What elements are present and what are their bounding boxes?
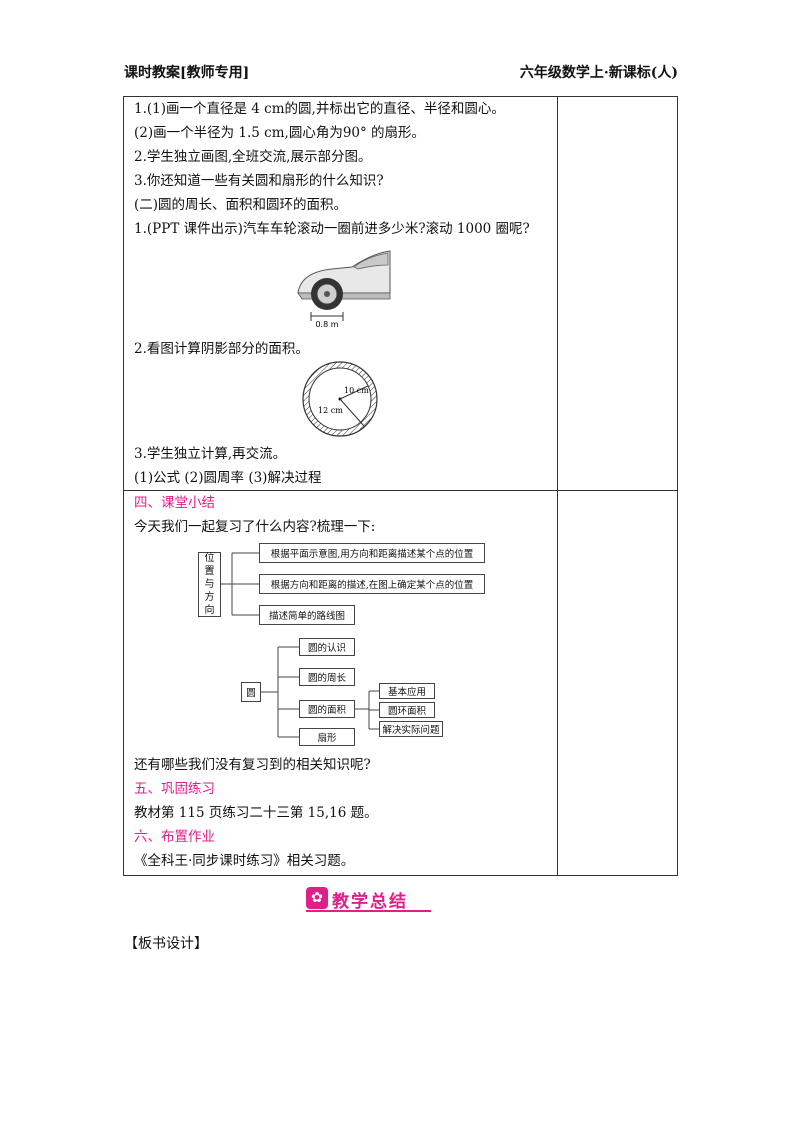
mindmap2-sub: 解决实际问题 [379,721,443,737]
section-heading: 六、布置作业 [134,829,215,845]
section-heading: 五、巩固练习 [134,781,215,797]
text-line: 3.学生独立计算,再交流。 [134,446,287,462]
banner-title: 教学总结 [332,892,408,912]
text-line: 1.(1)画一个直径是 4 cm的圆,并标出它的直径、半径和圆心。 [134,101,505,117]
mindmap2-item: 圆的认识 [299,638,355,656]
text-line: 2.看图计算阴影部分的面积。 [134,341,309,357]
text-line: (2)画一个半径为 1.5 cm,圆心角为90° 的扇形。 [134,125,426,141]
mindmap2-sub: 圆环面积 [379,702,435,718]
header-left: 课时教案[教师专用] [124,65,250,81]
mindmap-item: 描述简单的路线图 [259,605,355,625]
text-line: 教材第 115 页练习二十三第 15,16 题。 [134,805,378,821]
mindmap2-item: 圆的周长 [299,668,355,686]
ring-figure: 10 cm 12 cm [302,361,378,437]
header-right: 六年级数学上·新课标(人) [519,65,678,81]
mindmap2-item: 圆的面积 [299,700,355,718]
text-line: (二)圆的周长、面积和圆环的面积。 [134,197,348,213]
mindmap-item: 根据方向和距离的描述,在图上确定某个点的位置 [259,574,485,594]
row-divider [124,490,557,491]
section-heading: 四、课堂小结 [134,495,215,511]
mindmap2-root: 圆 [241,682,261,702]
row-divider-right [557,490,677,491]
mindmap2-item: 扇形 [299,728,355,746]
text-line: 3.你还知道一些有关圆和扇形的什么知识? [134,173,384,189]
lesson-table: 1.(1)画一个直径是 4 cm的圆,并标出它的直径、半径和圆心。 (2)画一个… [123,96,678,876]
text-line: (1)公式 (2)圆周率 (3)解决过程 [134,470,322,486]
car-figure-label: 0.8 m [315,320,338,329]
column-divider [557,97,558,875]
mindmap-root: 位置与方向 [198,552,221,617]
board-design-heading: 【板书设计】 [124,936,208,952]
ring-outer-label: 12 cm [318,406,343,415]
text-line: 《全科王·同步课时练习》相关习题。 [134,853,355,869]
mindmap-item: 根据平面示意图,用方向和距离描述某个点的位置 [259,543,485,563]
ring-inner-label: 10 cm [344,386,369,395]
teaching-summary-banner: ✿ 教学总结 [306,886,431,912]
text-line: 今天我们一起复习了什么内容?梳理一下: [134,519,376,535]
swirl-icon: ✿ [306,887,328,909]
text-line: 还有哪些我们没有复习到的相关知识呢? [134,757,371,773]
text-line: 1.(PPT 课件出示)汽车车轮滚动一圈前进多少米?滚动 1000 圈呢? [134,221,530,237]
mindmap-circle: 圆 圆的认识 圆的周长 圆的面积 扇形 基本应用 圆环面积 解决实际问题 [241,637,481,747]
text-line: 2.学生独立画图,全班交流,展示部分图。 [134,149,372,165]
mindmap2-sub: 基本应用 [379,683,435,699]
banner-underline [306,910,431,912]
mindmap-position: 位置与方向 根据平面示意图,用方向和距离描述某个点的位置 根据方向和距离的描述,… [198,543,498,627]
car-wheel-figure: 0.8 m [297,250,391,329]
